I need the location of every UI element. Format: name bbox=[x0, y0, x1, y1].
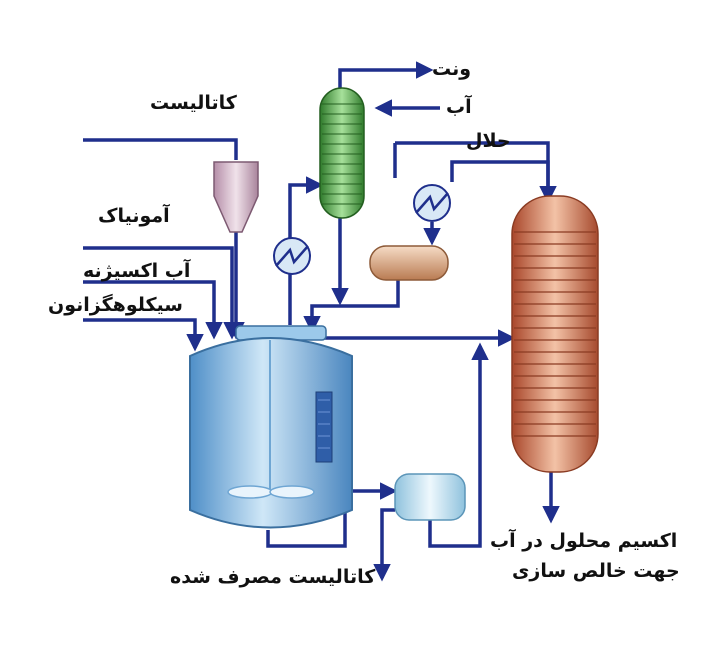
exchanger-to-condenser-pipe bbox=[288, 176, 324, 242]
label-spent-catalyst: کاتالیست مصرف شده bbox=[170, 566, 376, 588]
label-oxime-line1: اکسیم محلول در آب bbox=[490, 530, 678, 552]
heat-exchanger-left bbox=[273, 237, 311, 275]
label-vent: ونت bbox=[432, 58, 472, 80]
column-vapour-pipe bbox=[450, 160, 550, 200]
catalyst-hopper bbox=[213, 161, 259, 233]
catalyst-feed-pipe bbox=[83, 138, 238, 160]
condenser bbox=[319, 87, 365, 219]
label-solvent: حلال bbox=[466, 130, 511, 152]
heat-exchanger-right bbox=[413, 184, 451, 222]
reactor-bottom-pipe bbox=[266, 482, 398, 548]
spent-catalyst-pipe bbox=[373, 508, 395, 582]
cyclohexanone-feed-pipe bbox=[83, 318, 204, 352]
reactor-vessel bbox=[189, 325, 353, 529]
label-cyclohexanone: سیکلوهگزانون bbox=[48, 294, 183, 316]
label-ammonia: آمونیاک bbox=[98, 205, 170, 227]
peroxide-feed-pipe bbox=[83, 280, 223, 340]
label-hydrogen-peroxide: آب اکسیژنه bbox=[83, 260, 191, 282]
distillation-column bbox=[511, 195, 599, 473]
separator-return-pipe bbox=[303, 280, 400, 334]
catalyst-filter bbox=[394, 473, 466, 521]
label-water: آب bbox=[446, 96, 472, 118]
ammonia-feed-pipe bbox=[83, 246, 241, 340]
label-catalyst: کاتالیست bbox=[150, 92, 237, 114]
label-oxime-line2: جهت خالص سازی bbox=[512, 560, 680, 582]
separator-drum bbox=[369, 245, 449, 281]
pipes bbox=[83, 61, 560, 582]
filter-recycle-pipe bbox=[428, 342, 489, 548]
vent-pipe bbox=[338, 61, 434, 92]
